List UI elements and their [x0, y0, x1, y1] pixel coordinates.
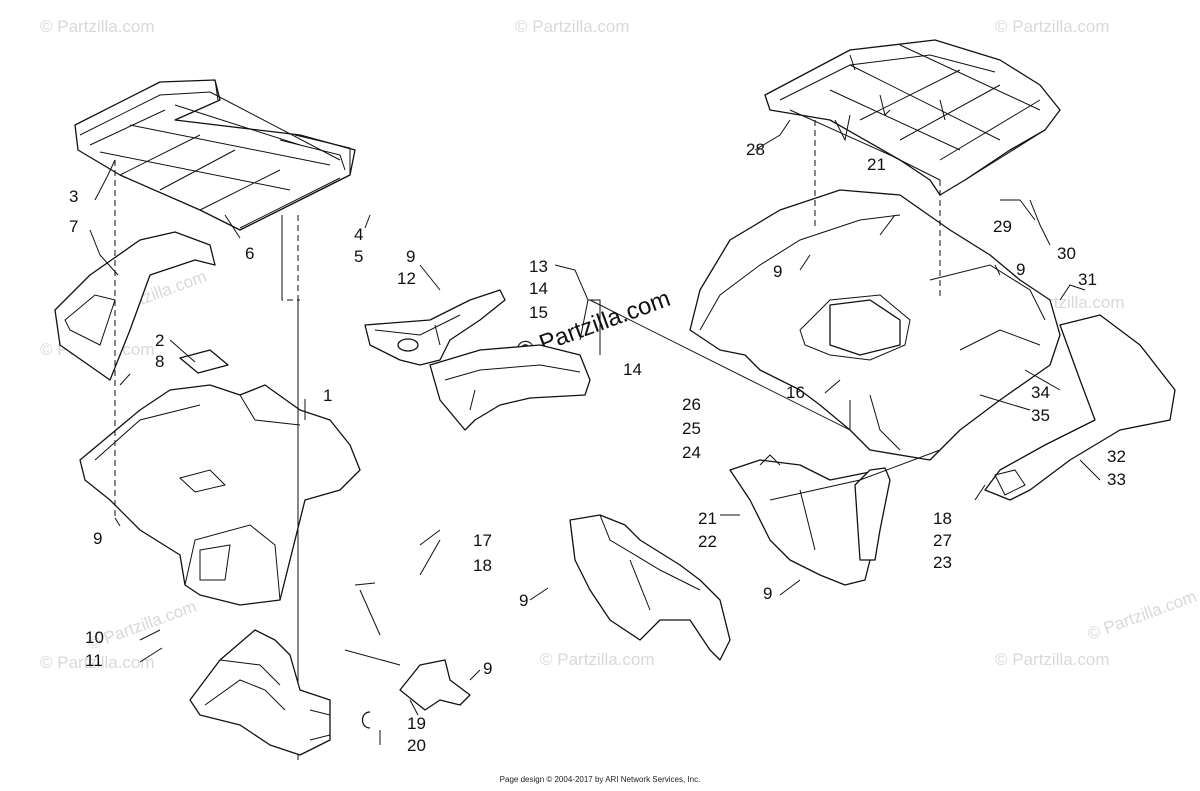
callout-10: 10 [85, 628, 104, 647]
callout-9: 9 [763, 584, 772, 603]
callout-8: 8 [155, 352, 164, 371]
callout-14: 14 [623, 360, 642, 379]
callout-6: 6 [245, 244, 254, 263]
callout-18: 18 [933, 509, 952, 528]
callout-14: 14 [529, 279, 548, 298]
callout-4: 4 [354, 225, 363, 244]
callout-9: 9 [1016, 260, 1025, 279]
frame-bracket [189, 629, 331, 756]
callout-20: 20 [407, 736, 426, 755]
callout-31: 31 [1078, 270, 1097, 289]
callout-2: 2 [155, 331, 164, 350]
watermark: © Partzilla.com [540, 650, 655, 669]
callout-15: 15 [529, 303, 548, 322]
callout-35: 35 [1031, 406, 1050, 425]
clip [361, 711, 371, 729]
side-panel-lower [429, 344, 591, 431]
watermark: © Partzilla.com [40, 17, 155, 36]
callout-32: 32 [1107, 447, 1126, 466]
callout-27: 27 [933, 531, 952, 550]
callout-33: 33 [1107, 470, 1126, 489]
callout-5: 5 [354, 247, 363, 266]
watermark: © Partzilla.com [995, 17, 1110, 36]
inner-fender-rear [729, 454, 886, 586]
callout-12: 12 [397, 269, 416, 288]
callout-9: 9 [519, 591, 528, 610]
callout-9: 9 [483, 659, 492, 678]
callout-9: 9 [93, 529, 102, 548]
mud-flap [854, 467, 891, 561]
shield-bracket [344, 582, 471, 711]
callout-leaders [89, 119, 1101, 745]
callout-24: 24 [682, 443, 701, 462]
callout-21: 21 [867, 155, 886, 174]
callout-21: 21 [698, 509, 717, 528]
callout-3: 3 [69, 187, 78, 206]
callout-26: 26 [682, 395, 701, 414]
watermark: © Partzilla.com [1085, 587, 1199, 644]
callout-labels: 1 2 3 4 5 6 7 8 9 9 9 9 9 9 9 10 11 12 1… [69, 140, 1126, 755]
callout-13: 13 [529, 257, 548, 276]
callout-9: 9 [773, 262, 782, 281]
callout-1: 1 [323, 386, 332, 405]
callout-18: 18 [473, 556, 492, 575]
callout-11: 11 [85, 651, 103, 670]
watermark: © Partzilla.com [515, 17, 630, 36]
footer-copyright: Page design © 2004-2017 by ARI Network S… [499, 775, 701, 784]
callout-19: 19 [407, 714, 426, 733]
front-rack [74, 79, 356, 231]
callout-28: 28 [746, 140, 765, 159]
plate [179, 349, 229, 374]
rear-rack [764, 39, 1061, 196]
watermark: © Partzilla.com [40, 653, 155, 672]
splash-shield [569, 514, 731, 661]
callout-30: 30 [1057, 244, 1076, 263]
callout-29: 29 [993, 217, 1012, 236]
callout-9: 9 [406, 247, 415, 266]
rear-flare [984, 314, 1176, 501]
rear-fender [689, 189, 1061, 461]
callout-7: 7 [69, 217, 78, 236]
callout-23: 23 [933, 553, 952, 572]
callout-25: 25 [682, 419, 701, 438]
callout-16: 16 [786, 383, 805, 402]
callout-34: 34 [1031, 383, 1050, 402]
watermark: © Partzilla.com [995, 650, 1110, 669]
callout-22: 22 [698, 532, 717, 551]
front-fender [79, 384, 361, 606]
callout-17: 17 [473, 531, 492, 550]
side-panel-upper [364, 289, 506, 366]
